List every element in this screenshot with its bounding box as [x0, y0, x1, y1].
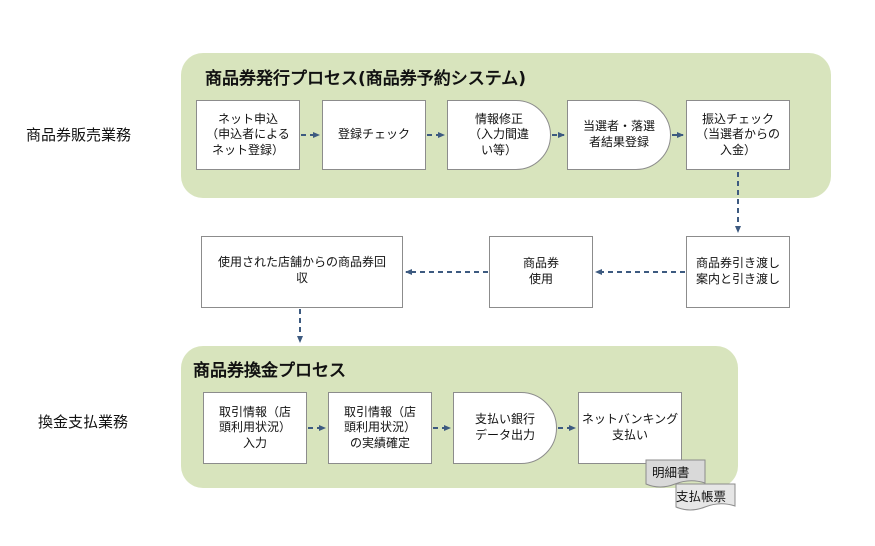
net-apply-box: ネット申込 （申込者による ネット登録） [196, 100, 300, 170]
info-correction-box: 情報修正 （入力間違 い等） [447, 100, 551, 170]
registration-check-box: 登録チェック [322, 100, 426, 170]
collection-box: 使用された店舗からの商品券回 収 [201, 236, 403, 308]
payment-slip-document-label: 支払帳票 [676, 489, 727, 504]
payment-data-box: 支払い銀行 データ出力 [453, 392, 557, 464]
transfer-check-box: 振込チェック （当選者からの 入金） [686, 100, 790, 170]
issue-process-title: 商品券発行プロセス(商品券予約システム) [205, 69, 527, 89]
payment-business-label: 換金支払業務 [38, 413, 129, 431]
net-banking-box: ネットバンキング 支払い [578, 392, 682, 464]
transaction-confirm-box: 取引情報（店 頭利用状況） の実績確定 [328, 392, 432, 464]
delivery-box: 商品券引き渡し 案内と引き渡し [686, 236, 790, 308]
voucher-use-box: 商品券 使用 [489, 236, 593, 308]
sales-business-label: 商品券販売業務 [26, 126, 132, 144]
statement-document-shape [645, 459, 706, 488]
winner-registration-box: 当選者・落選 者結果登録 [567, 100, 671, 170]
exchange-process-title: 商品券換金プロセス [193, 361, 346, 381]
payment-slip-document-shape [675, 483, 736, 511]
statement-document-label: 明細書 [652, 465, 690, 480]
transaction-input-box: 取引情報（店 頭利用状況） 入力 [203, 392, 307, 464]
